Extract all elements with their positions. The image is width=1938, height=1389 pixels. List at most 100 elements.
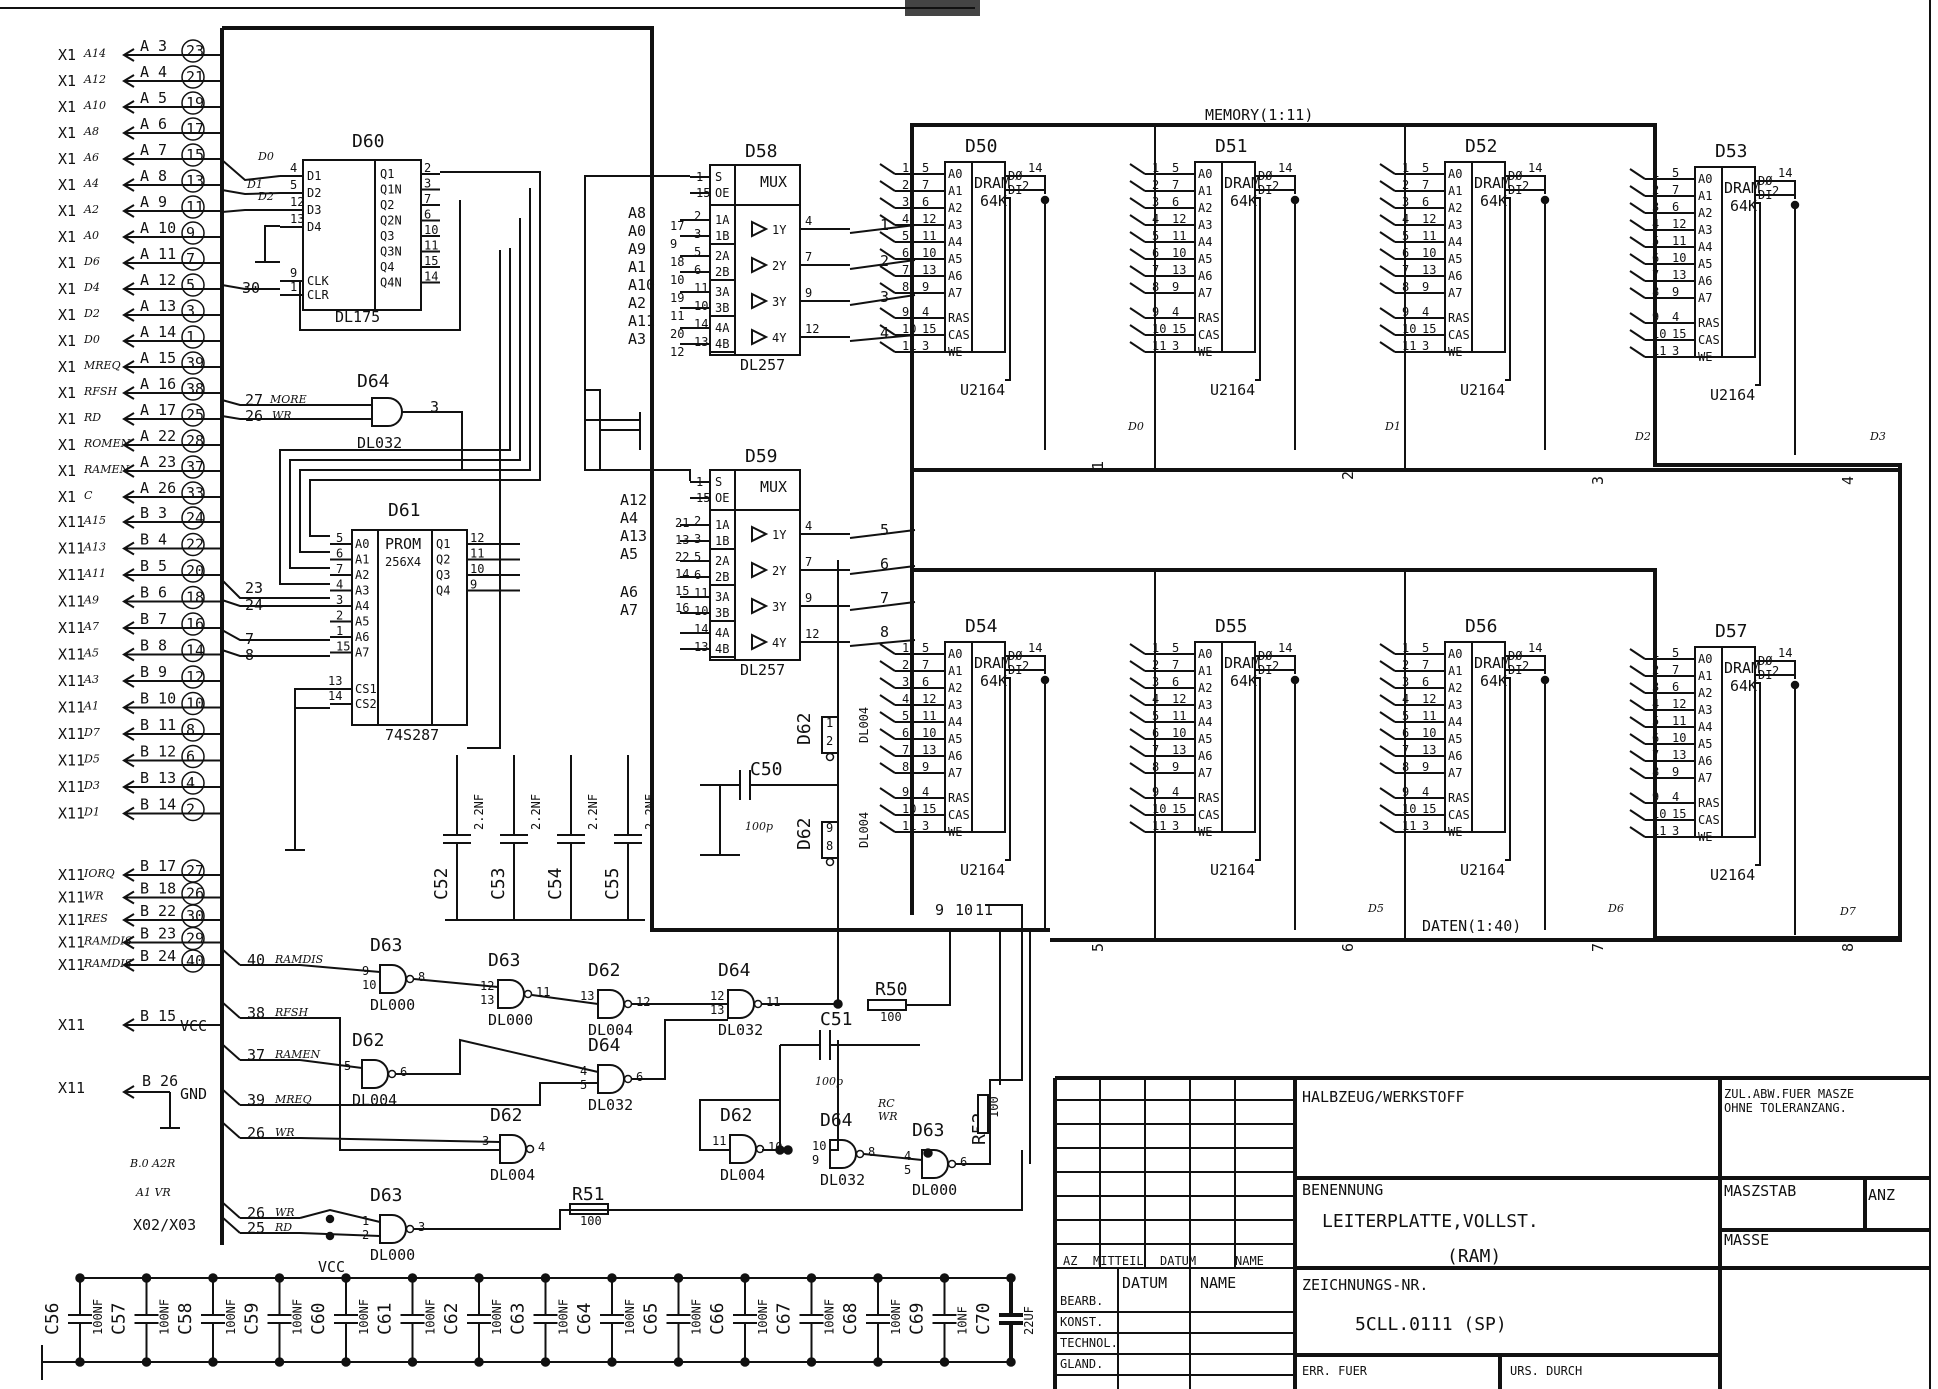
vcc-cap-top-6 [474, 1273, 484, 1283]
control-mid-wires [395, 978, 838, 1080]
dram-stub-3-3 [1629, 219, 1646, 231]
d60-ctlpin-0: 9 [290, 266, 297, 280]
dram-stub-6-8 [1379, 787, 1396, 799]
bus-num-6: 7 [1589, 943, 1607, 952]
d61-inpin-7: 15 [336, 640, 350, 654]
d58-row-py-2: 9 [805, 286, 812, 300]
dram-pinnum-4-10: 3 [922, 819, 929, 833]
d59-row-b-1: 2B [715, 570, 729, 584]
d58-buf-0 [751, 220, 769, 238]
data-bit-3: D3 [1869, 430, 1886, 443]
leftnet-num-6: 25 [247, 1219, 265, 1237]
x11ctrl-num-3: 29 [186, 930, 204, 948]
dram-pin-3-4: A4 [1698, 240, 1712, 254]
d59-row-a-2: 3A [715, 590, 730, 604]
x11-conn-2: X11 [58, 566, 85, 584]
d64top-body [371, 397, 403, 427]
d59-row-pb-0: 3 [694, 532, 701, 546]
d61-body [351, 529, 468, 726]
vcc-cap-top-1 [141, 1273, 152, 1283]
d58-out-wires [849, 224, 916, 342]
gate-name-d62a: D62 [588, 960, 621, 981]
dram-stub-1-0 [1129, 163, 1146, 175]
vcc-cap-14 [999, 1278, 1023, 1362]
dram-name-0: D50 [965, 136, 998, 157]
x11-circle-11 [181, 797, 205, 822]
d58-row-pb-3: 13 [694, 335, 708, 349]
x1-num-16: 37 [186, 458, 204, 476]
dram-stub-5-2 [1129, 677, 1146, 689]
x11-num-5: 14 [186, 642, 204, 660]
gate-name-d64c: D64 [820, 1110, 853, 1131]
vcc-cap-2 [201, 1278, 225, 1362]
title-grid [1053, 1076, 1930, 1389]
d61-inpin-2: 7 [336, 562, 343, 576]
dram-stub-3-0 [1629, 168, 1646, 180]
d60-outpin-4: 10 [424, 223, 438, 237]
d58-type: DL257 [740, 356, 785, 374]
dram-pin-6-5: A5 [1448, 732, 1462, 746]
vcc-cap-val-9: 100NF [690, 1299, 704, 1335]
dram-pinnum-7-2: 6 [1672, 680, 1679, 694]
vcc-cap-val-12: 100NF [889, 1299, 903, 1335]
x1-sig-6: A2 [83, 203, 99, 216]
x1-conn-13: X1 [58, 384, 76, 402]
dram-net-0-10: 11 [902, 339, 916, 353]
dram-pin-6-2: A2 [1448, 681, 1462, 695]
x1-num-13: 38 [186, 380, 204, 398]
dram-pin-7-10: WE [1698, 830, 1712, 844]
dram-pin-3-9: CAS [1698, 333, 1720, 347]
dram-dpin-1-2: 2 [1522, 179, 1529, 193]
vcc-cap-name-1: C57 [109, 1302, 130, 1335]
x1-num-4: 15 [186, 146, 204, 164]
d61-title: PROM [385, 535, 421, 553]
sign-col-label-1: NAME [1200, 1274, 1236, 1292]
dram-pin-5-10: WE [1198, 825, 1212, 839]
dram-pinnum-3-10: 3 [1672, 344, 1679, 358]
dram-net-2-5: 6 [1402, 246, 1409, 260]
dram-net-6-7: 8 [1402, 760, 1409, 774]
x1-pin-12: A 15 [140, 349, 176, 367]
vcc-cap-0 [68, 1278, 92, 1362]
dram-name-5: D55 [1215, 616, 1248, 637]
dram-stub-5-5 [1129, 728, 1146, 740]
gate-pin-d64a-0: 12 [710, 989, 724, 1003]
d60-outpin-5: 11 [424, 239, 438, 253]
dram-size-0: 64K [980, 192, 1007, 210]
x11-num-3: 18 [186, 589, 204, 607]
dram-size-5: 64K [1230, 672, 1257, 690]
data-bit-4: D5 [1367, 902, 1384, 915]
d58-row-py-0: 4 [805, 214, 812, 228]
dram-size-7: 64K [1730, 677, 1757, 695]
deco-name-3: C55 [602, 867, 623, 900]
d60-in-0: D1 [307, 169, 321, 183]
dram-pinnum-6-0: 5 [1422, 641, 1429, 655]
dram-pinnum-3-2: 6 [1672, 200, 1679, 214]
d61-in-7: A7 [355, 646, 369, 660]
x11-conn-4: X11 [58, 619, 85, 637]
dram-net-5-9: 10 [1152, 802, 1166, 816]
d59-netnum-2: 22 [675, 550, 689, 564]
dram-pinnum-4-4: 11 [922, 709, 936, 723]
x1-circle-12 [181, 351, 205, 375]
d60-out-5: Q3N [380, 245, 402, 259]
dram-label-1: DRAM [1224, 174, 1260, 192]
dram-net-7-9: 10 [1652, 807, 1666, 821]
dram-pin-2-6: A6 [1448, 269, 1462, 283]
dram-net-6-3: 4 [1402, 692, 1409, 706]
d59-net-3: A5 [620, 545, 638, 563]
dram-part-0: U2164 [960, 381, 1005, 399]
d60-inpin-3: 13 [290, 212, 304, 226]
x11ctrl-conn-3: X11 [58, 934, 85, 952]
gate-name-d62b: D62 [352, 1030, 385, 1051]
data-bit-6: D7 [1839, 905, 1856, 918]
x11-num-9: 6 [186, 748, 195, 766]
x11-pin-8: B 11 [140, 716, 176, 734]
x1-num-9: 5 [186, 276, 195, 294]
dram-net-0-3: 4 [902, 212, 909, 226]
x1-sig-16: RAMEN [83, 463, 130, 476]
gate-bubble-d63a [405, 974, 415, 984]
d64top-type: DL032 [357, 434, 402, 452]
